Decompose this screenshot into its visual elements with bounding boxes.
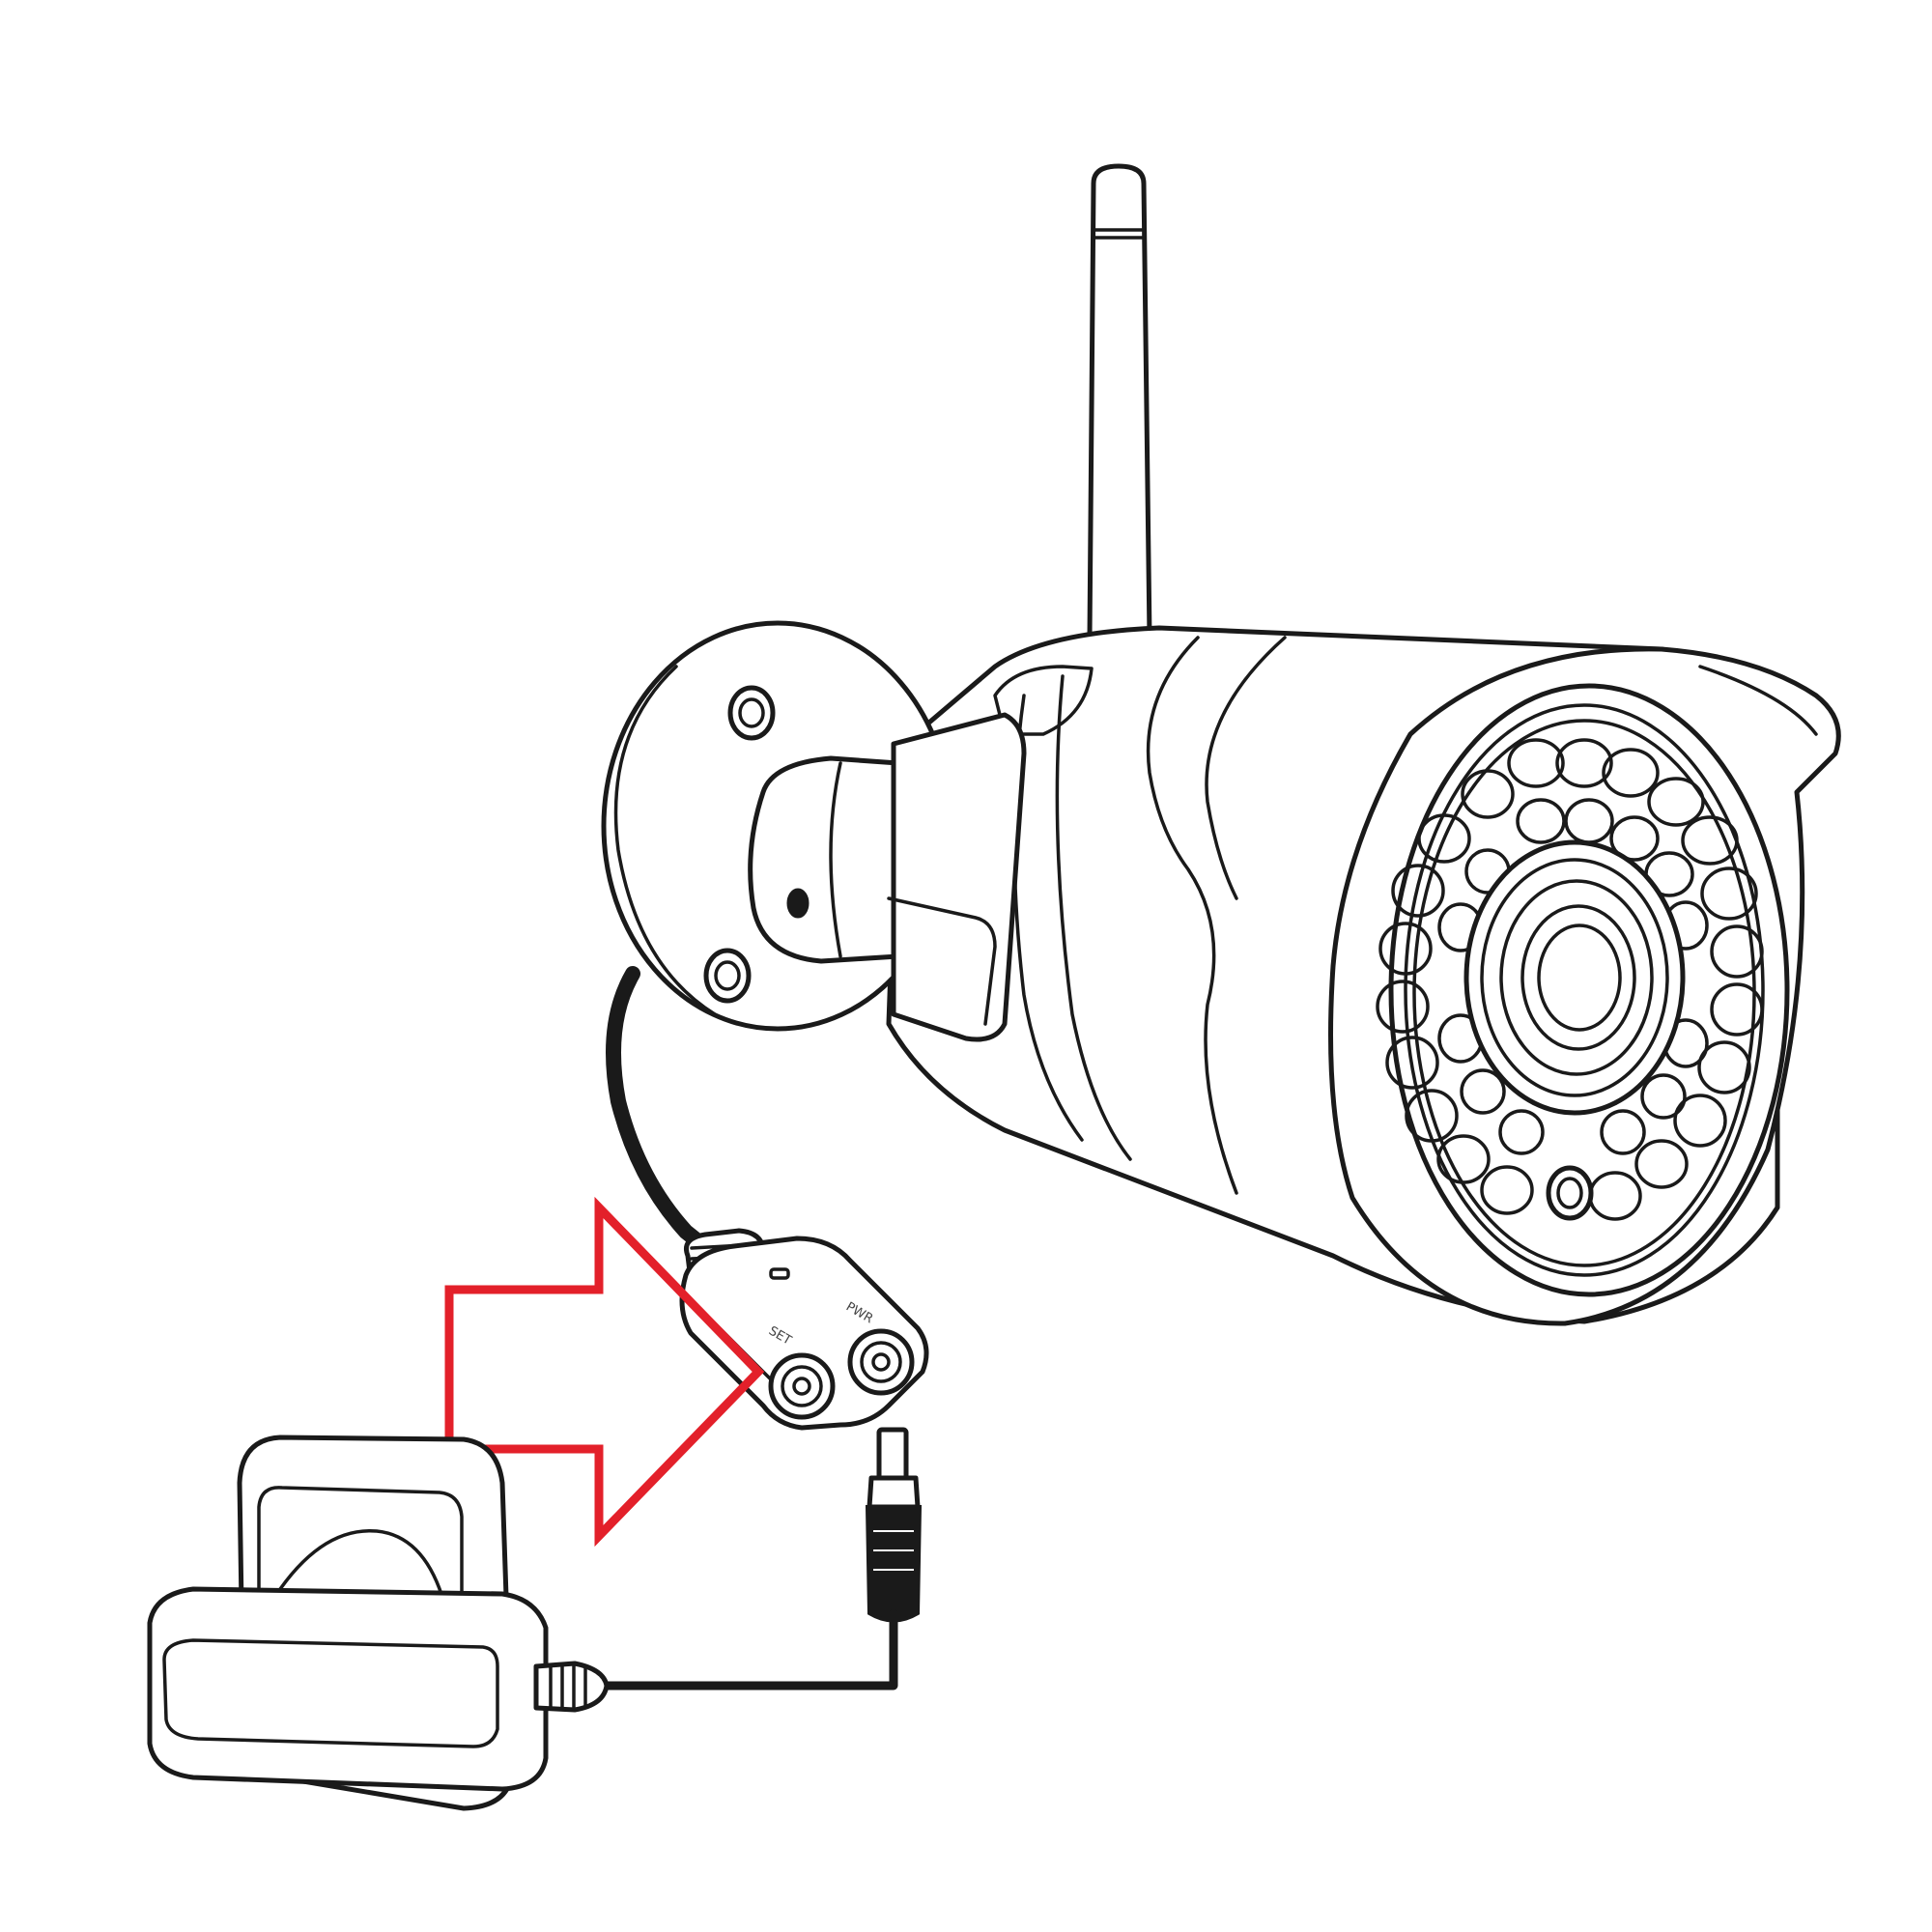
lens <box>1463 839 1686 1116</box>
adapter-cable <box>594 1608 898 1690</box>
dc-plug-icon <box>865 1427 923 1623</box>
antenna-icon <box>1087 163 1152 640</box>
ir-led-ring <box>1376 738 1764 1221</box>
wall-mount <box>601 620 1027 1042</box>
power-socket <box>847 1328 915 1396</box>
power-adapter-icon <box>147 1435 610 1811</box>
camera-icon <box>601 620 1841 1326</box>
camera-pigtail-cable <box>606 966 718 1259</box>
connector-block: SET PWR <box>679 1228 929 1431</box>
reset-socket <box>768 1352 836 1420</box>
